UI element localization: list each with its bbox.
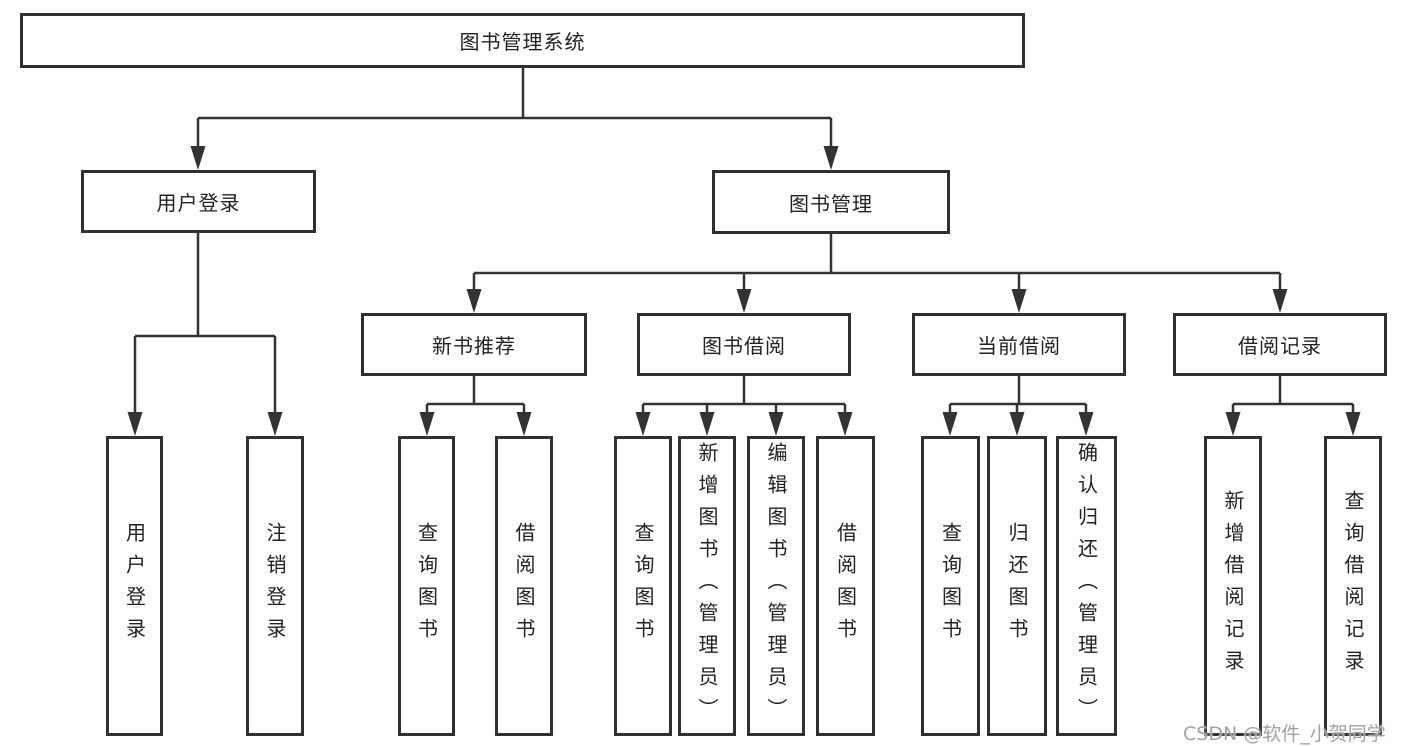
leaf-query-books-recommend: 查询图书 bbox=[398, 436, 455, 736]
leaf-query-books-current: 查询图书 bbox=[921, 436, 980, 736]
node-label: 查询图书 bbox=[414, 522, 439, 650]
node-label: 新增图书（管理员） bbox=[695, 442, 719, 730]
node-label: 确认归还（管理员） bbox=[1074, 442, 1099, 730]
leaf-borrow-books-recommend: 借阅图书 bbox=[495, 436, 553, 736]
node-label: 用户登录 bbox=[156, 191, 241, 215]
leaf-add-book-admin: 新增图书（管理员） bbox=[678, 436, 736, 736]
leaf-add-borrow-record: 新增借阅记录 bbox=[1204, 436, 1262, 736]
node-new-book-recommend: 新书推荐 bbox=[361, 313, 587, 376]
node-label: 图书管理 bbox=[789, 191, 873, 216]
node-label: 借阅记录 bbox=[1238, 334, 1322, 358]
leaf-logout: 注销登录 bbox=[246, 436, 304, 736]
csdn-watermark: CSDN @软件_小贺同学 bbox=[1183, 723, 1386, 745]
node-current-borrow: 当前借阅 bbox=[912, 313, 1126, 376]
node-label: 新书推荐 bbox=[432, 334, 516, 358]
leaf-confirm-return-admin: 确认归还（管理员） bbox=[1056, 436, 1117, 736]
node-label: 查询借阅记录 bbox=[1341, 490, 1365, 682]
node-label: 编辑图书（管理员） bbox=[764, 442, 788, 730]
leaf-query-borrow-record: 查询借阅记录 bbox=[1324, 436, 1382, 736]
node-label: 归还图书 bbox=[1005, 522, 1029, 650]
node-label: 注销登录 bbox=[263, 522, 287, 650]
leaf-user-login: 用户登录 bbox=[106, 436, 163, 736]
node-label: 当前借阅 bbox=[977, 334, 1061, 358]
node-label: 借阅图书 bbox=[833, 522, 858, 650]
node-label: 查询图书 bbox=[631, 522, 655, 650]
node-label: 图书管理系统 bbox=[459, 30, 586, 54]
node-borrow-records: 借阅记录 bbox=[1173, 313, 1387, 376]
node-label: 借阅图书 bbox=[512, 522, 536, 650]
node-label: 新增借阅记录 bbox=[1221, 490, 1245, 682]
node-library-management-system: 图书管理系统 bbox=[20, 13, 1025, 68]
leaf-borrow-books: 借阅图书 bbox=[816, 436, 875, 736]
node-label: 用户登录 bbox=[122, 522, 147, 650]
node-label: 查询图书 bbox=[938, 522, 963, 650]
node-user-login: 用户登录 bbox=[81, 170, 316, 233]
node-book-management: 图书管理 bbox=[712, 170, 950, 234]
leaf-edit-book-admin: 编辑图书（管理员） bbox=[747, 436, 805, 736]
leaf-query-books-borrow: 查询图书 bbox=[614, 436, 672, 736]
node-label: 图书借阅 bbox=[702, 334, 786, 358]
node-book-borrow: 图书借阅 bbox=[637, 313, 851, 376]
leaf-return-book: 归还图书 bbox=[987, 436, 1047, 736]
